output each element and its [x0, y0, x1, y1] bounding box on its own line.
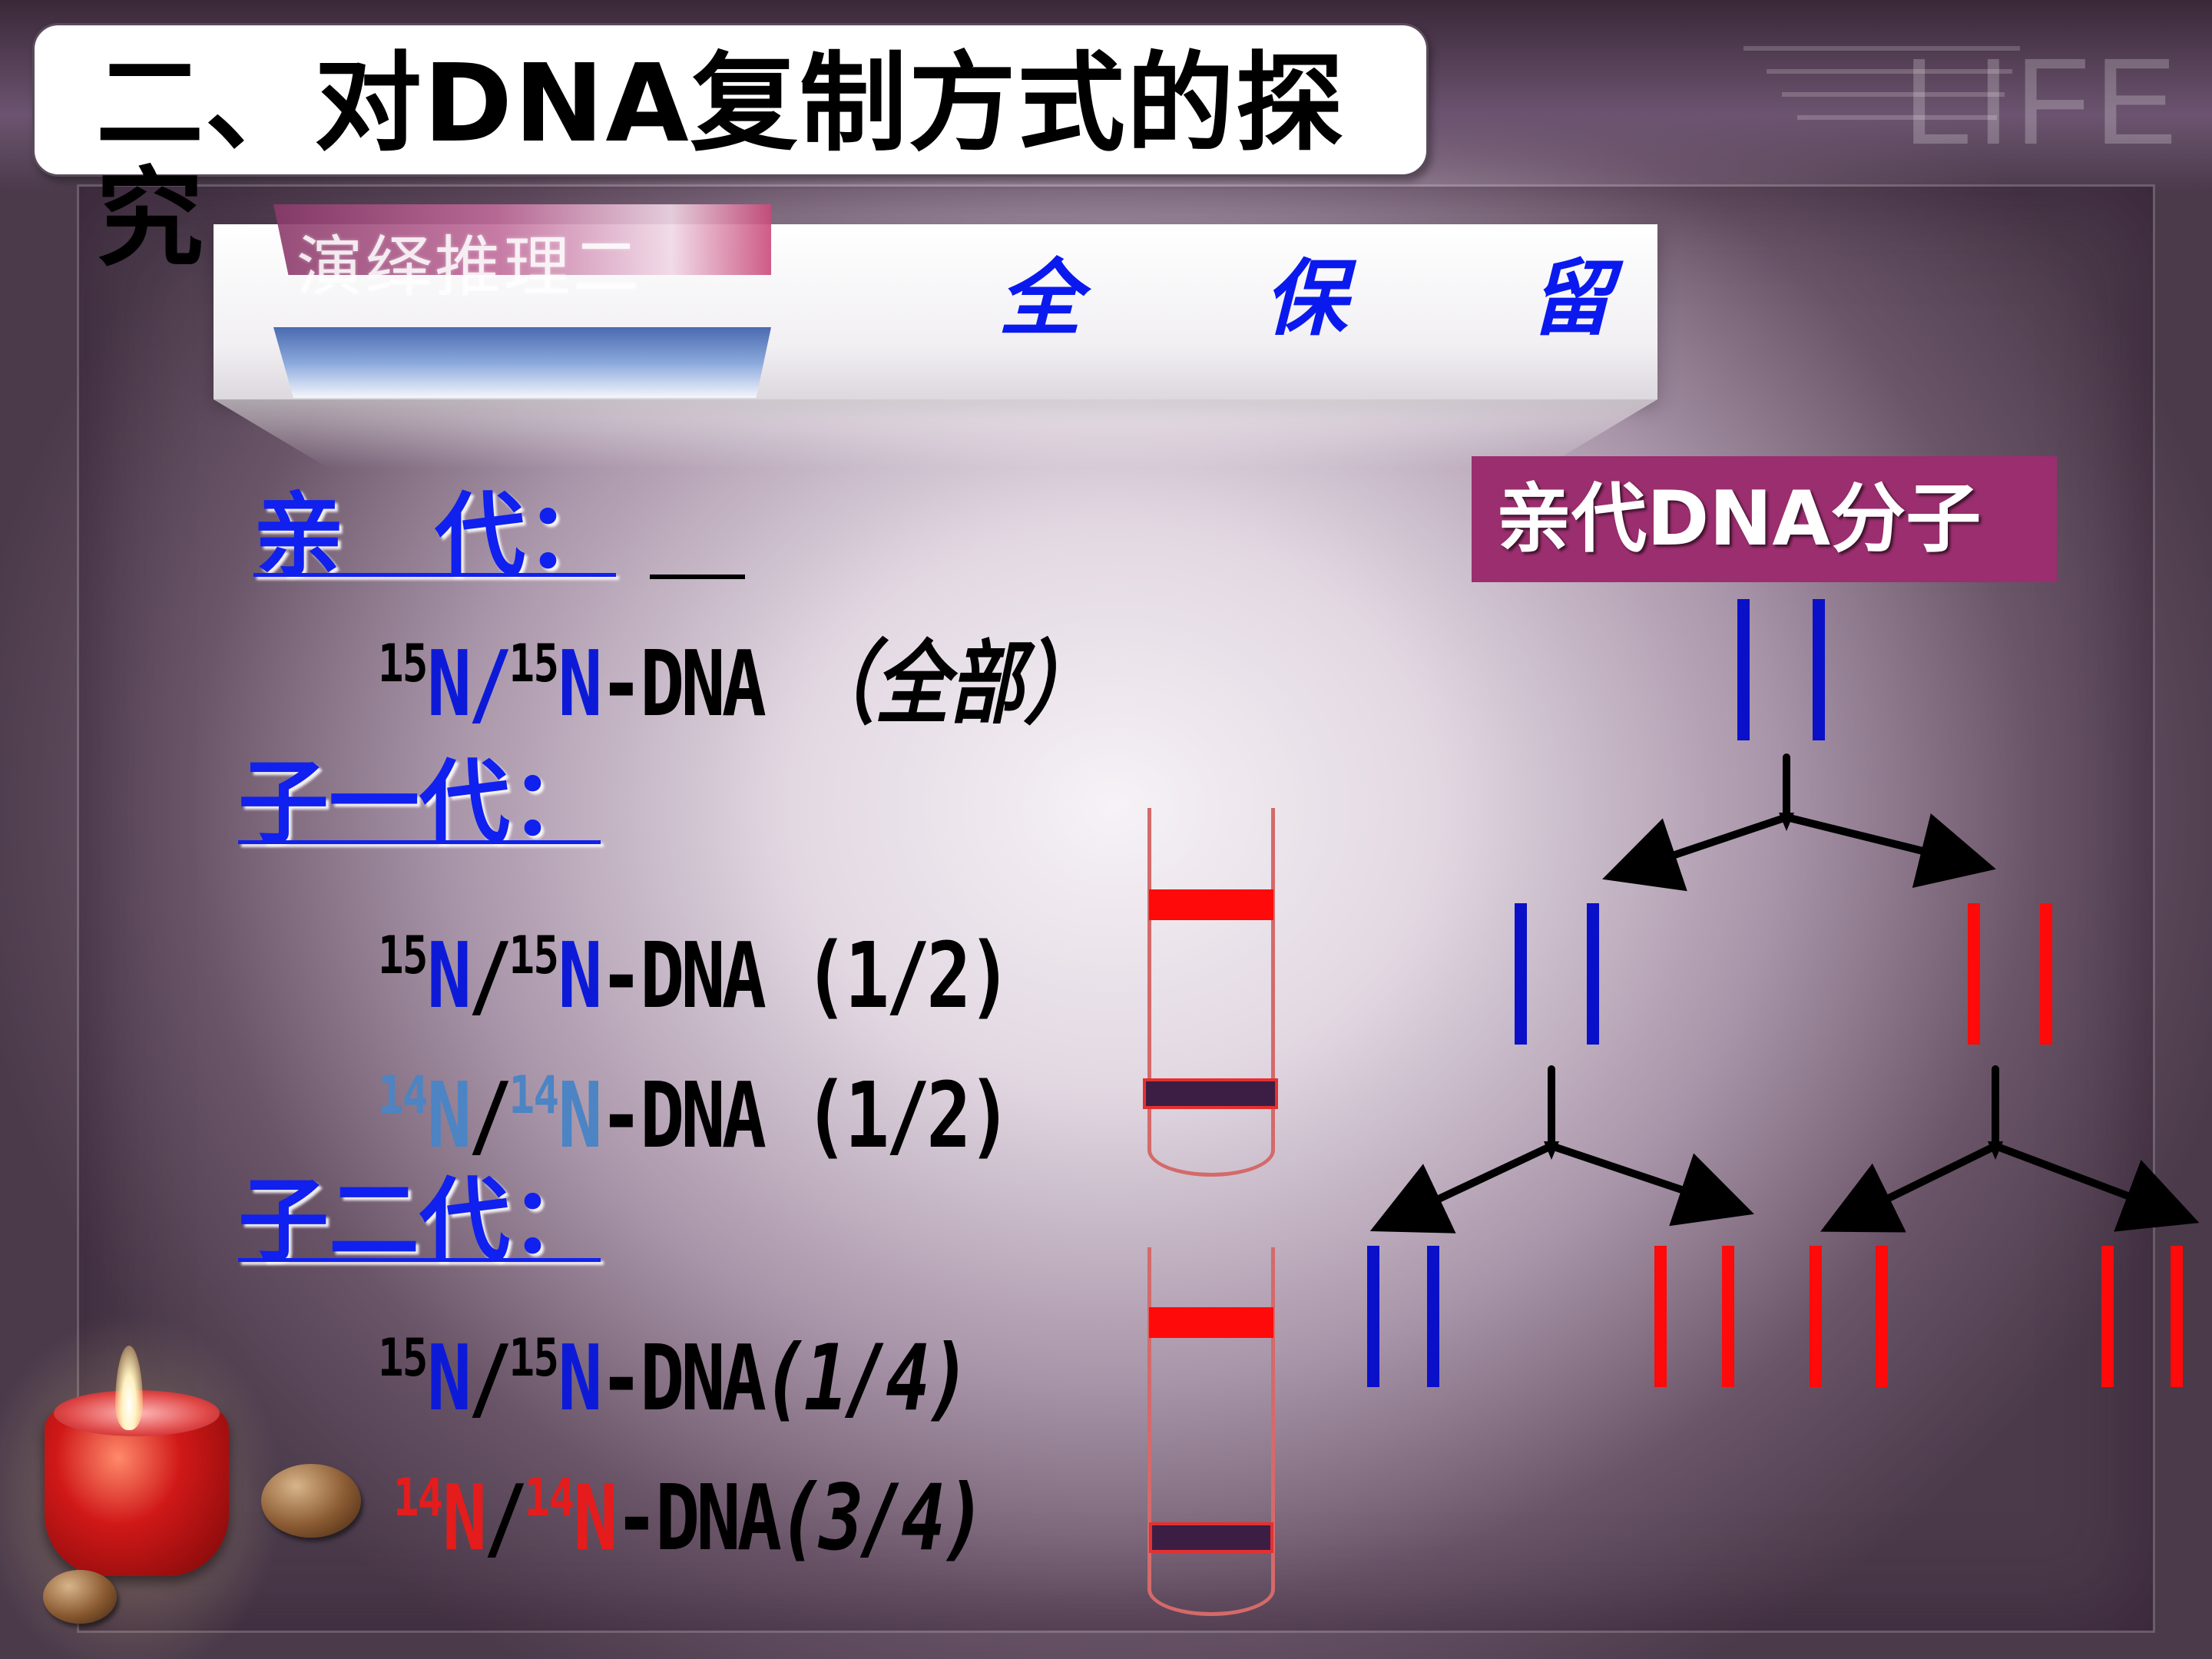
section-tag-bottom	[273, 327, 771, 398]
nitrogen-symbol: N	[573, 1465, 618, 1571]
nitrogen-symbol: N	[426, 1062, 472, 1168]
gen2-light-strand	[1876, 1246, 1888, 1387]
slide-title: 二、对DNA复制方式的探究	[96, 41, 1345, 282]
parent-heavy-strand	[1737, 599, 1750, 740]
decorative-line	[1767, 69, 2012, 74]
gen1-label: 子一代：	[238, 750, 601, 856]
light-band	[1149, 1522, 1273, 1553]
nitrogen-symbol: N	[558, 922, 602, 1028]
legend-box	[1472, 456, 2057, 582]
gen2-light-strand	[1722, 1246, 1734, 1387]
isotope-mass: 14	[508, 1065, 560, 1126]
centrifuge-tube-gen2	[1147, 1247, 1275, 1616]
heavy-band	[1149, 889, 1273, 920]
fraction: (1/2)	[763, 1062, 1012, 1168]
decorative-line	[1797, 115, 1997, 120]
heavy-band	[1149, 1307, 1273, 1338]
isotope-mass: 14	[378, 1065, 429, 1126]
junction-arrowhead	[1779, 813, 1794, 831]
gen2-label: 子二代：	[238, 1167, 601, 1273]
gen1-dna-row-heavy: 15N/15N-DNA (1/2)	[378, 906, 1012, 1028]
slash: /	[468, 631, 512, 737]
parent-heavy-strand	[1813, 599, 1825, 740]
gen2-light-strand	[2171, 1246, 2183, 1387]
isotope-mass: 15	[508, 926, 560, 986]
gen2-dna-row-light: 14N/14N-DNA(3/4)	[393, 1449, 987, 1571]
gen2-light-strand	[1654, 1246, 1667, 1387]
watermark-text: LIFE	[1903, 32, 2181, 170]
nitrogen-symbol: N	[426, 631, 472, 737]
fraction: (3/4)	[778, 1465, 987, 1571]
pebble	[43, 1570, 117, 1624]
gen2-heavy-strand	[1427, 1246, 1439, 1387]
isotope-mass: 15	[378, 926, 429, 986]
junction-arrowhead	[1544, 1141, 1559, 1160]
arrow-left	[1820, 1142, 1999, 1233]
underline-extension	[650, 575, 745, 579]
nitrogen-symbol: N	[558, 1325, 602, 1431]
slash: /	[468, 922, 512, 1028]
decorative-line	[1782, 92, 2005, 97]
nitrogen-symbol: N	[426, 922, 472, 1028]
gen2-light-strand	[1810, 1246, 1822, 1387]
centrifuge-tube-gen1	[1147, 808, 1275, 1177]
light-band	[1143, 1078, 1278, 1109]
nitrogen-symbol: N	[558, 1062, 602, 1168]
isotope-mass: 15	[508, 1328, 560, 1389]
dna-text: -DNA	[598, 1062, 767, 1168]
slash: /	[483, 1465, 528, 1571]
nitrogen-symbol: N	[558, 631, 602, 737]
arrow-left	[1369, 1142, 1555, 1233]
isotope-mass: 15	[378, 1328, 429, 1389]
isotope-mass: 15	[508, 634, 560, 694]
dna-text: -DNA	[598, 631, 767, 737]
gen1-dna-row-light: 14N/14N-DNA (1/2)	[378, 1046, 1012, 1168]
parent-generation-label: 亲 代：	[253, 482, 617, 588]
section-tag-label: 演绎推理二	[296, 229, 642, 306]
nitrogen-symbol: N	[442, 1465, 487, 1571]
fraction: （全部）	[800, 631, 1098, 737]
parent-dna-row: 15N/15N-DNA（全部）	[378, 614, 1098, 733]
pebble	[261, 1464, 361, 1538]
replication-mode-label: 全 保 留	[998, 251, 1690, 347]
dna-text: -DNA	[598, 1325, 767, 1431]
title-box: 二、对DNA复制方式的探究	[32, 23, 1429, 277]
isotope-mass: 14	[393, 1468, 444, 1528]
arrow-left	[1602, 813, 1790, 892]
slash: /	[468, 1062, 512, 1168]
gen1-light-strand	[1968, 903, 1980, 1045]
arrow-right	[1548, 1142, 1754, 1227]
arrow-right	[1783, 813, 1996, 889]
nitrogen-symbol: N	[426, 1325, 472, 1431]
junction-arrowhead	[1988, 1141, 2003, 1160]
gen2-heavy-strand	[1367, 1246, 1379, 1387]
fraction: (1/4)	[763, 1325, 972, 1431]
dna-text: -DNA	[598, 922, 767, 1028]
gen1-light-strand	[2040, 903, 2052, 1045]
decorative-line	[1743, 46, 2020, 51]
banner-reflection	[214, 399, 1657, 469]
slash: /	[468, 1325, 512, 1431]
legend-label: 亲代DNA分子	[1496, 475, 1982, 563]
section-tag-top	[273, 204, 771, 275]
dna-text: -DNA	[614, 1465, 782, 1571]
gen1-heavy-strand	[1587, 903, 1599, 1045]
gen2-light-strand	[2101, 1246, 2114, 1387]
gen2-dna-row-heavy: 15N/15N-DNA(1/4)	[378, 1309, 972, 1431]
gen1-heavy-strand	[1515, 903, 1527, 1045]
arrow-right	[1992, 1142, 2200, 1232]
isotope-mass: 14	[524, 1468, 575, 1528]
isotope-mass: 15	[378, 634, 429, 694]
fraction: (1/2)	[763, 922, 1012, 1028]
inner-frame	[77, 184, 2155, 1633]
